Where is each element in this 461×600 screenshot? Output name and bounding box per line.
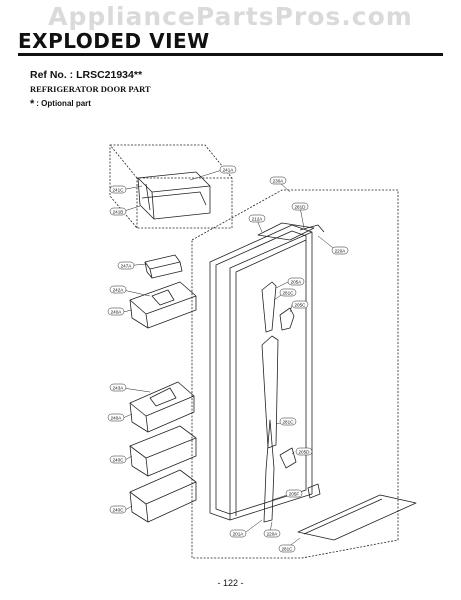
callout-241B-text: 241B xyxy=(113,210,124,215)
door-shelf-mid xyxy=(129,381,195,433)
small-bin xyxy=(144,254,183,279)
callout-labels: 241A 241C 241B 230A 212A 281D 220A 247A … xyxy=(107,165,349,553)
callout-281C-bottom-text: 281C xyxy=(282,547,294,552)
callout-205C-text: 205C xyxy=(295,303,307,308)
door-shelf-top xyxy=(129,281,197,329)
title-divider xyxy=(18,53,443,56)
callout-205C: 205C xyxy=(291,300,309,309)
callout-281C-top: 281C xyxy=(279,288,297,297)
watermark: AppliancePartsPros.com xyxy=(48,2,413,31)
callout-230A-text: 230A xyxy=(273,179,285,184)
callout-205A: 205A xyxy=(287,277,305,286)
callout-240A-top: 240A xyxy=(107,307,125,316)
callout-240A-mid: 240A xyxy=(107,413,125,422)
callout-281C-bottom: 281C xyxy=(278,544,296,553)
callout-240C-2: 240C xyxy=(109,505,127,514)
callout-242A-text: 242A xyxy=(113,288,125,293)
callout-205A-text: 205A xyxy=(291,280,303,285)
door-handles xyxy=(261,281,321,523)
callout-247A: 247A xyxy=(117,261,135,270)
callout-240C-1-text: 240C xyxy=(113,458,125,463)
callout-212A: 212A xyxy=(248,214,266,223)
callout-205F: 205F xyxy=(285,489,303,498)
callout-205D: 205D xyxy=(295,447,313,456)
callout-240A-mid-text: 240A xyxy=(111,416,123,421)
reference-number: Ref No. : LRSC21934** xyxy=(30,69,143,81)
callout-241A-text: 241A xyxy=(223,168,235,173)
callout-241C-text: 241C xyxy=(113,188,125,193)
callout-220A-text: 220A xyxy=(335,249,347,254)
callout-241C: 241C xyxy=(109,185,127,194)
page-number: - 122 - xyxy=(217,578,244,588)
section-subtitle: REFRIGERATOR DOOR PART xyxy=(30,84,151,94)
callout-281C-mid-text: 281C xyxy=(283,420,295,425)
optional-star: * xyxy=(30,98,35,110)
door-gasket xyxy=(209,224,313,521)
callout-240C-2-text: 240C xyxy=(113,508,125,513)
page-title: EXPLODED VIEW xyxy=(18,29,210,53)
callout-281D-text: 281D xyxy=(295,205,307,210)
callout-205F-text: 205F xyxy=(289,492,300,497)
callout-241B: 241B xyxy=(109,207,127,216)
callout-205D-text: 205D xyxy=(299,450,311,455)
door-assembly-outline xyxy=(191,189,399,559)
callout-201A: 201A xyxy=(229,529,247,538)
callout-201A-text: 201A xyxy=(233,532,245,537)
callout-220A: 220A xyxy=(331,246,349,255)
callout-247A-text: 247A xyxy=(121,264,133,269)
callout-240C-1: 240C xyxy=(109,455,127,464)
optional-note-text: : Optional part xyxy=(36,99,91,108)
callout-212A-text: 212A xyxy=(252,217,264,222)
callout-281D: 281D xyxy=(291,202,309,211)
door-bin-1 xyxy=(129,425,197,477)
callout-230A: 230A xyxy=(269,176,287,185)
callout-242A: 242A xyxy=(109,285,127,294)
door-bottom-trim xyxy=(297,494,417,541)
door-bin-2 xyxy=(129,469,197,523)
optional-part-note: *: Optional part xyxy=(30,98,91,110)
callout-241A: 241A xyxy=(219,165,237,174)
callout-281C-mid: 281C xyxy=(279,417,297,426)
callout-240A-top-text: 240A xyxy=(111,310,123,315)
callout-243A-text: 243A xyxy=(113,386,125,391)
optional-basket-inset xyxy=(109,144,233,229)
callout-281C-top-text: 281C xyxy=(283,291,295,296)
callout-220A-bottom: 220A xyxy=(263,529,281,538)
door-top-trim xyxy=(257,222,325,241)
callout-220A-bottom-text: 220A xyxy=(267,532,279,537)
callout-243A: 243A xyxy=(109,383,127,392)
